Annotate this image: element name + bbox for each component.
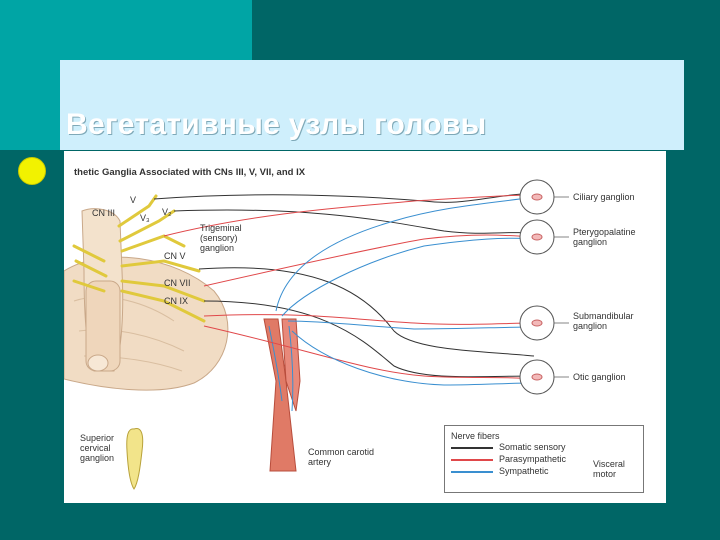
label-cn9: CN IX xyxy=(164,296,189,306)
cranial-nerve-roots xyxy=(72,194,206,323)
nerve-fibers-legend: Nerve fibers Somatic sensory Parasympath… xyxy=(444,425,644,493)
legend-swatch xyxy=(451,447,493,449)
nerve-fiber-paths xyxy=(153,192,535,386)
superior-cervical-ganglion-shape xyxy=(126,427,144,490)
bullet-circle-icon xyxy=(18,157,46,185)
label-cn7: CN VII xyxy=(164,278,191,288)
label-ciliary-ganglion: Ciliary ganglion xyxy=(573,192,635,202)
legend-label: Somatic sensory xyxy=(499,442,566,452)
label-v: V xyxy=(130,195,137,205)
label-superior-cervical-ganglion: Superior cervical ganglion xyxy=(80,433,115,463)
label-pterygopalatine-ganglion: Pterygopalatine ganglion xyxy=(573,227,636,247)
label-submandibular-ganglion: Submandibular ganglion xyxy=(573,311,634,331)
label-trigeminal-ganglion: Trigeminal (sensory) ganglion xyxy=(200,223,242,253)
slide-title: Вегетативные узлы головы xyxy=(66,108,487,141)
legend-title: Nerve fibers xyxy=(451,431,500,441)
legend-swatch xyxy=(451,471,493,473)
common-carotid-artery xyxy=(263,318,301,472)
ganglia-diagram xyxy=(64,179,569,490)
legend-item: Somatic sensory xyxy=(451,442,641,452)
ganglion-cores xyxy=(531,193,543,381)
legend-swatch xyxy=(451,459,493,461)
legend-visceral-motor: Visceral motor xyxy=(593,459,625,479)
label-cn5: CN V xyxy=(164,251,186,261)
label-common-carotid-artery: Common carotid artery xyxy=(308,447,375,467)
legend-item: Parasympathetic xyxy=(451,454,641,464)
label-v2: V₂ xyxy=(162,207,172,217)
label-leaders xyxy=(554,196,569,378)
legend-label: Sympathetic xyxy=(499,466,549,476)
label-cn3: CN III xyxy=(92,208,116,218)
figure-heading: thetic Ganglia Associated with CNs III, … xyxy=(74,167,306,178)
ganglion-circles xyxy=(519,179,555,395)
legend-label: Parasympathetic xyxy=(499,454,567,464)
anatomy-figure: thetic Ganglia Associated with CNs III, … xyxy=(64,151,666,503)
label-v3: V₃ xyxy=(140,213,150,223)
label-otic-ganglion: Otic ganglion xyxy=(573,372,626,382)
legend-item: Sympathetic xyxy=(451,466,641,476)
title-panel xyxy=(60,60,684,150)
